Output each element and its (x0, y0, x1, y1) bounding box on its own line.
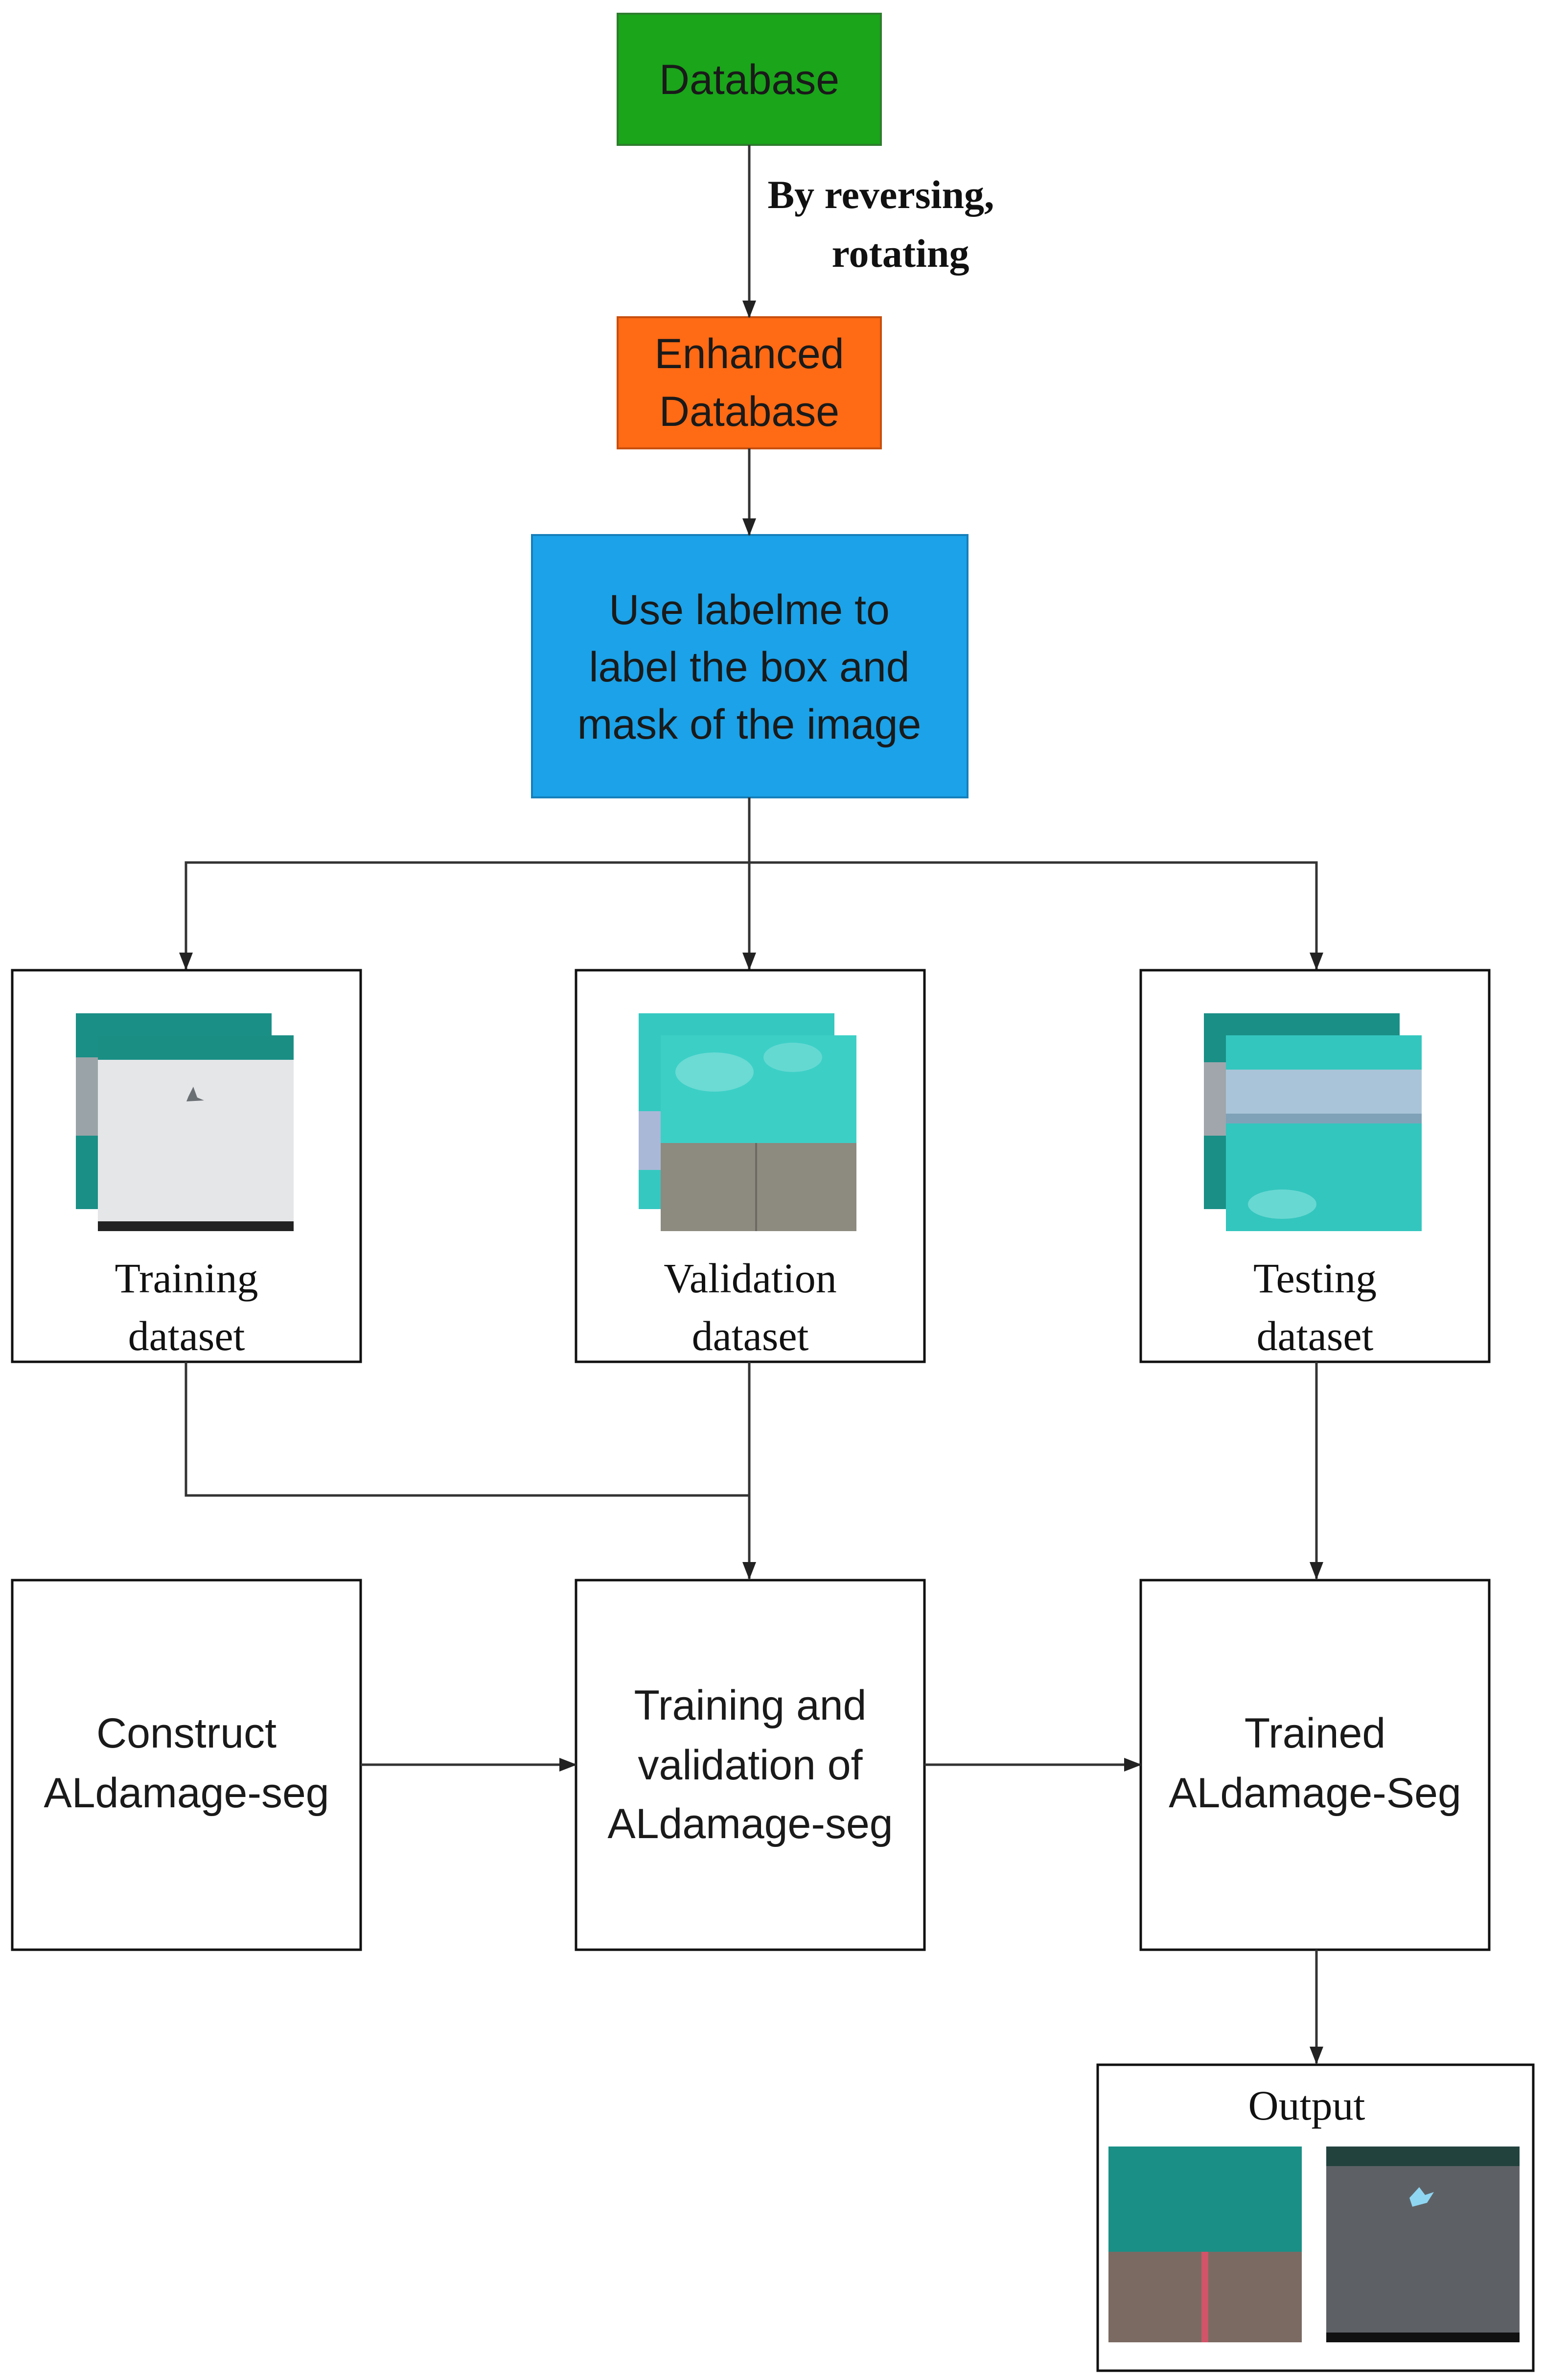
output-node: Output (1096, 2063, 1535, 2372)
edge-label-line-1: By reversing, (767, 172, 994, 217)
enhanced-label-line-2: Database (659, 388, 839, 435)
crack-mark-icon (186, 1087, 204, 1101)
labelme-node: Use labelme to label the box and mask of… (531, 534, 969, 798)
testing-label-line-2: dataset (1257, 1312, 1374, 1359)
construct-label-line-2: ALdamage-seg (44, 1770, 329, 1817)
database-label: Database (659, 56, 839, 103)
train-val-node: Training and validation of ALdamage-seg (575, 1579, 926, 1951)
training-label-line-1: Training (115, 1255, 258, 1302)
validation-label-line-2: dataset (692, 1312, 809, 1359)
testing-label-line-1: Testing (1253, 1255, 1377, 1302)
training-image-stack (76, 1013, 294, 1231)
trainval-label-line-2: validation of (638, 1742, 863, 1789)
database-node: Database (617, 13, 882, 146)
edge-split-bar (184, 861, 1318, 969)
trainval-label-line-1: Training and (634, 1682, 867, 1729)
trained-node: Trained ALdamage-Seg (1139, 1579, 1491, 1951)
validation-dataset-node: Validation dataset (575, 969, 926, 1363)
output-image-left (1108, 2147, 1302, 2342)
construct-node: Construct ALdamage-seg (11, 1579, 362, 1951)
enhanced-database-node: Enhanced Database (617, 316, 882, 449)
validation-image-stack (639, 1013, 856, 1231)
trained-label-line-1: Trained (1245, 1710, 1385, 1757)
labelme-label-line-1: Use labelme to (609, 586, 890, 633)
validation-label-line-1: Validation (664, 1255, 837, 1302)
trained-label-line-2: ALdamage-Seg (1169, 1770, 1461, 1817)
training-dataset-node: Training dataset (11, 969, 362, 1363)
training-label-line-2: dataset (128, 1312, 245, 1359)
testing-dataset-node: Testing dataset (1139, 969, 1491, 1363)
output-image-right (1326, 2147, 1520, 2342)
output-label: Output (1248, 2082, 1365, 2129)
enhanced-label-line-1: Enhanced (654, 330, 844, 377)
labelme-label-line-2: label the box and (589, 644, 909, 691)
trainval-label-line-3: ALdamage-seg (607, 1800, 893, 1847)
edge-label-line-2: rotating (832, 231, 969, 276)
detected-damage-mask-icon (1409, 2187, 1434, 2207)
testing-image-stack (1204, 1013, 1422, 1231)
edge-training-merge (184, 1362, 749, 1497)
labelme-label-line-3: mask of the image (577, 701, 922, 748)
construct-label-line-1: Construct (96, 1710, 277, 1757)
